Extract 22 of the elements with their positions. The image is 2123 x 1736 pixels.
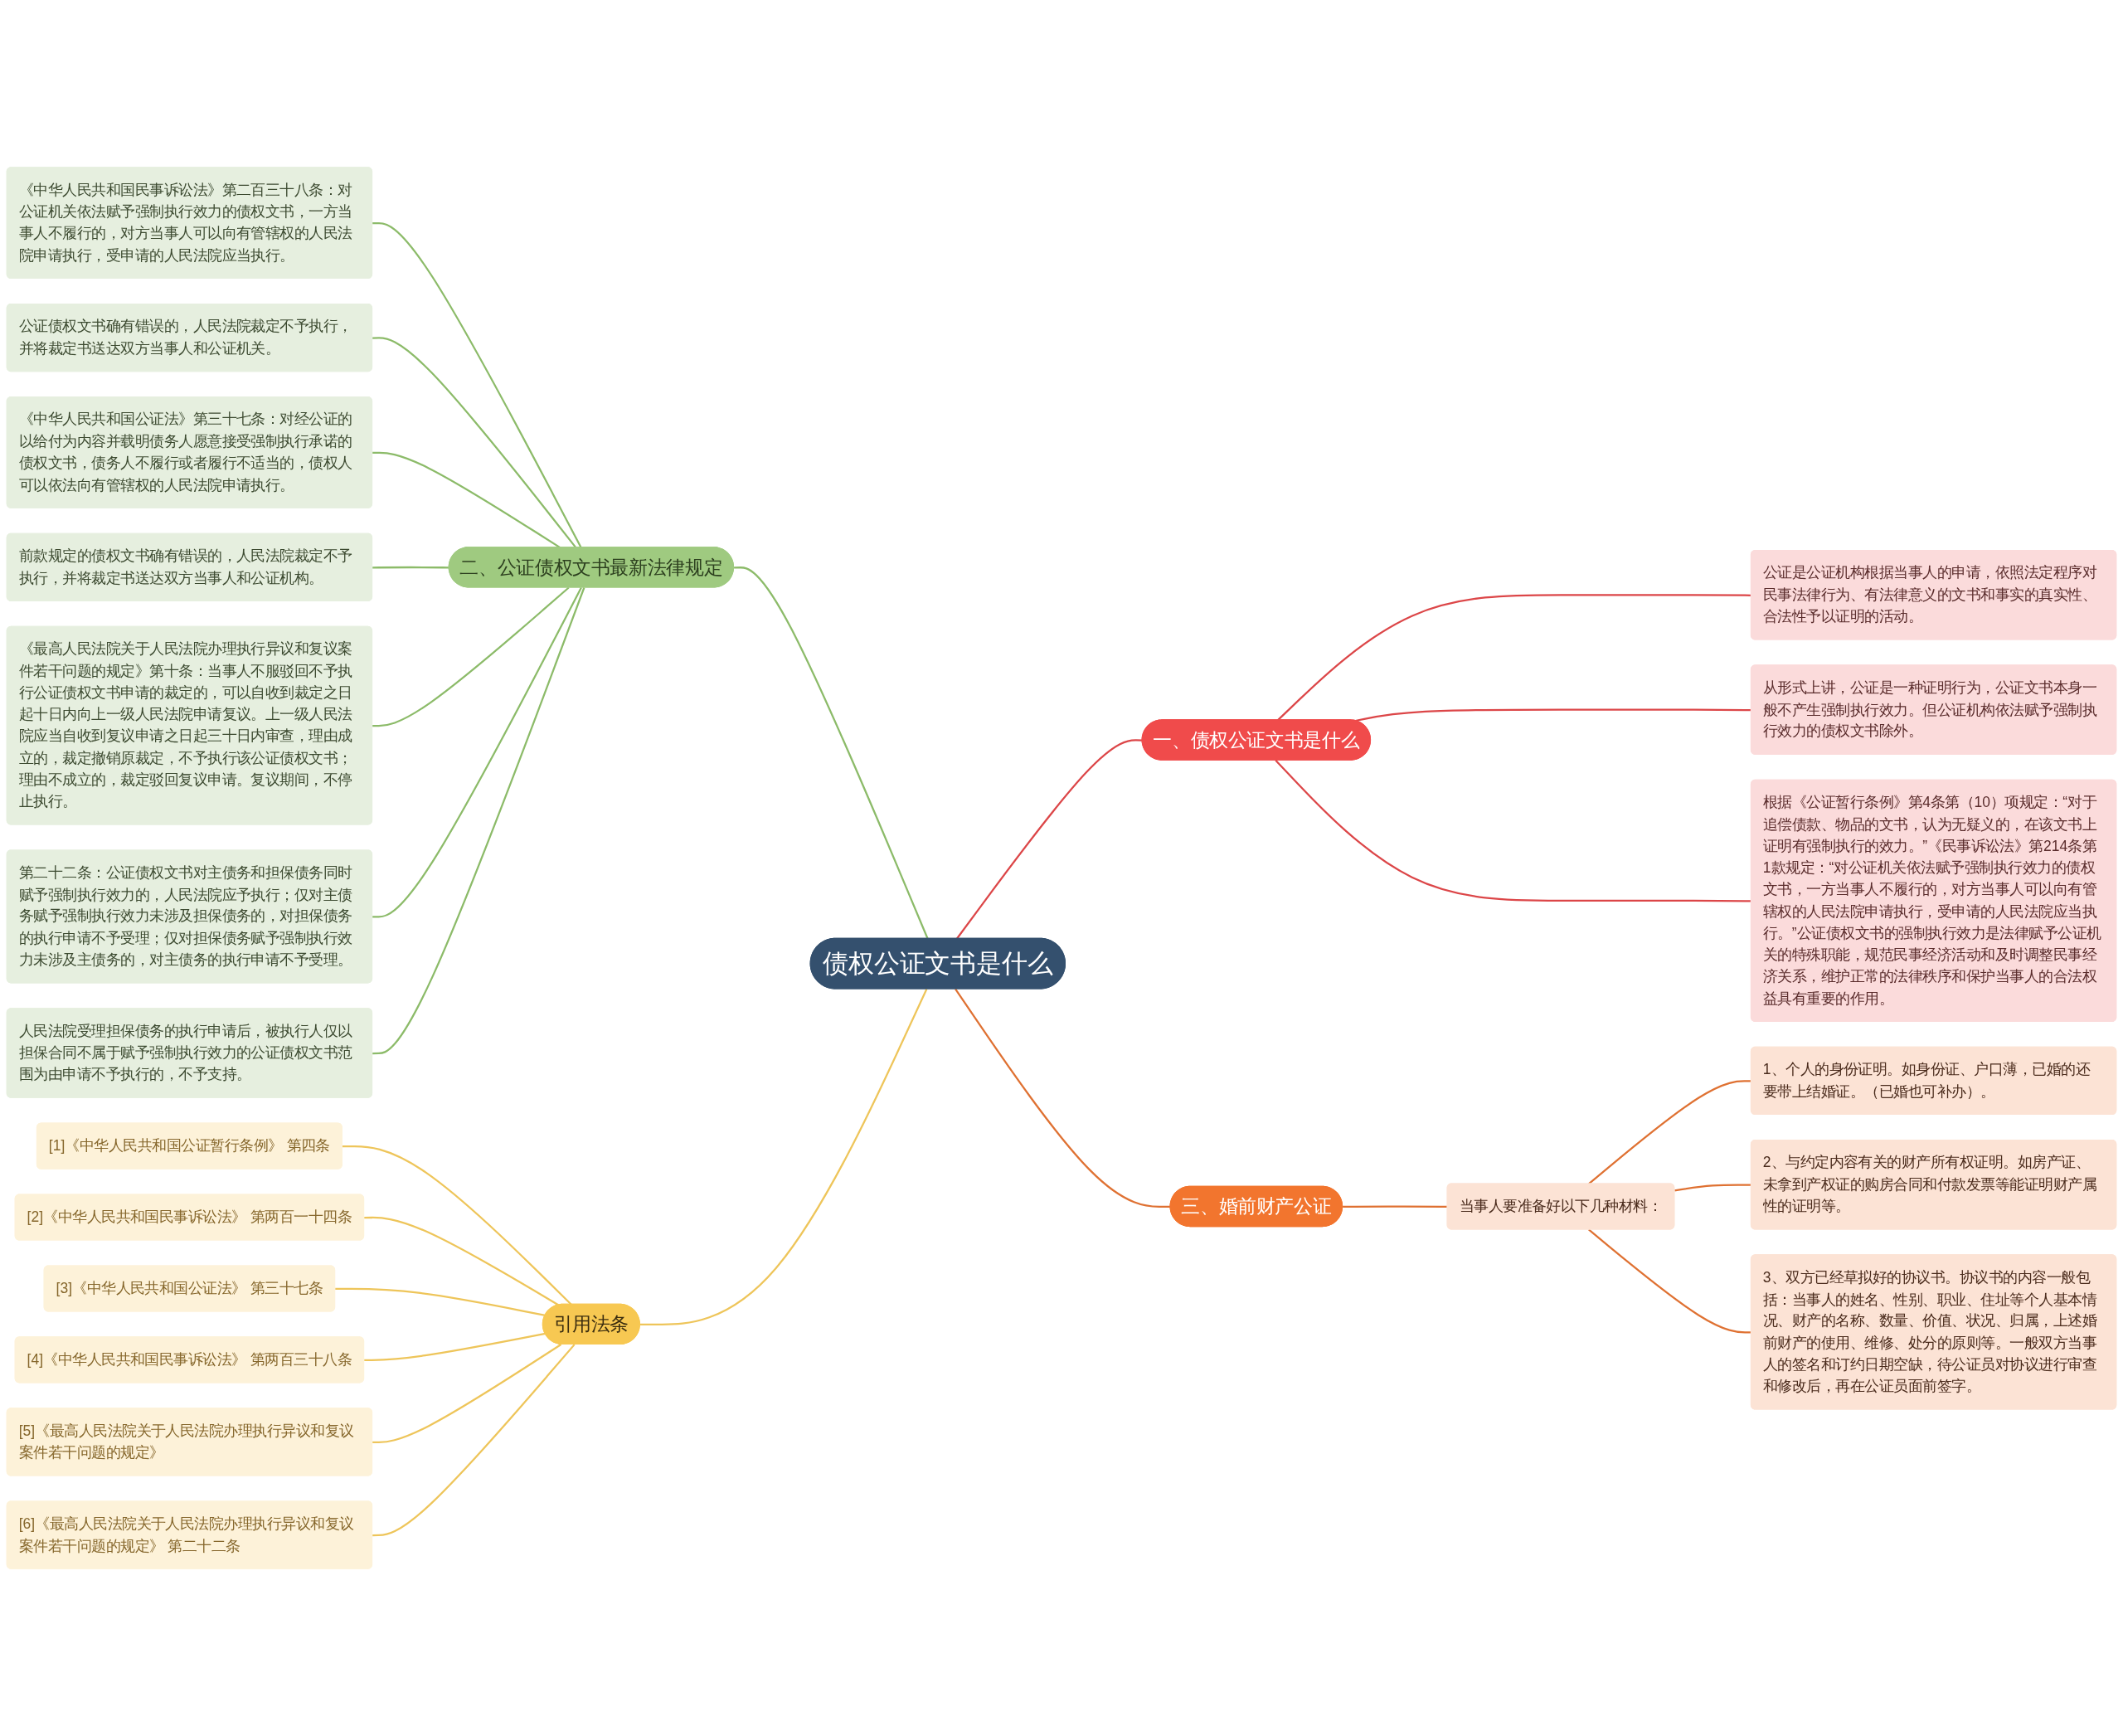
connector (372, 587, 582, 918)
connector (372, 1344, 576, 1537)
connector (1674, 1184, 1751, 1192)
connector (955, 739, 1143, 940)
connector (1275, 759, 1751, 902)
connector (342, 1145, 572, 1306)
connector (1343, 1205, 1448, 1208)
connector (335, 1287, 546, 1317)
connector (955, 988, 1171, 1208)
connector (1277, 594, 1751, 722)
connector (734, 567, 929, 940)
connector (639, 989, 928, 1326)
connector (372, 566, 449, 569)
connector (1588, 1228, 1751, 1334)
connector (372, 1344, 562, 1444)
connector (364, 1216, 560, 1306)
connector (1355, 708, 1751, 722)
connector (372, 586, 570, 727)
connector (364, 1332, 546, 1362)
connector (372, 221, 582, 548)
connector (372, 337, 577, 548)
connector (372, 587, 585, 1055)
